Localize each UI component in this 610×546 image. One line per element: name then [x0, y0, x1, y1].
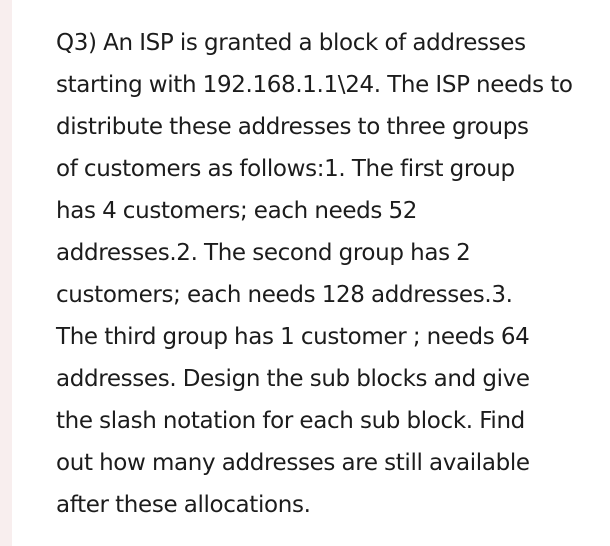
question-line: distribute these addresses to three grou…: [56, 114, 529, 140]
question-line: The third group has 1 customer ; needs 6…: [56, 324, 530, 350]
question-line: has 4 customers; each needs 52: [56, 198, 418, 224]
question-line: Q3) An ISP is granted a block of address…: [56, 30, 526, 56]
question-line: customers; each needs 128 addresses.3.: [56, 282, 513, 308]
question-line: out how many addresses are still availab…: [56, 450, 530, 476]
question-line: of customers as follows:1. The first gro…: [56, 156, 515, 182]
left-margin-strip: [0, 0, 12, 546]
question-line: addresses.2. The second group has 2: [56, 240, 471, 266]
question-line: addresses. Design the sub blocks and giv…: [56, 366, 530, 392]
question-line: the slash notation for each sub block. F…: [56, 408, 525, 434]
question-line: starting with 192.168.1.1\24. The ISP ne…: [56, 72, 573, 98]
question-text: Q3) An ISP is granted a block of address…: [56, 22, 604, 526]
question-line: after these allocations.: [56, 492, 311, 518]
